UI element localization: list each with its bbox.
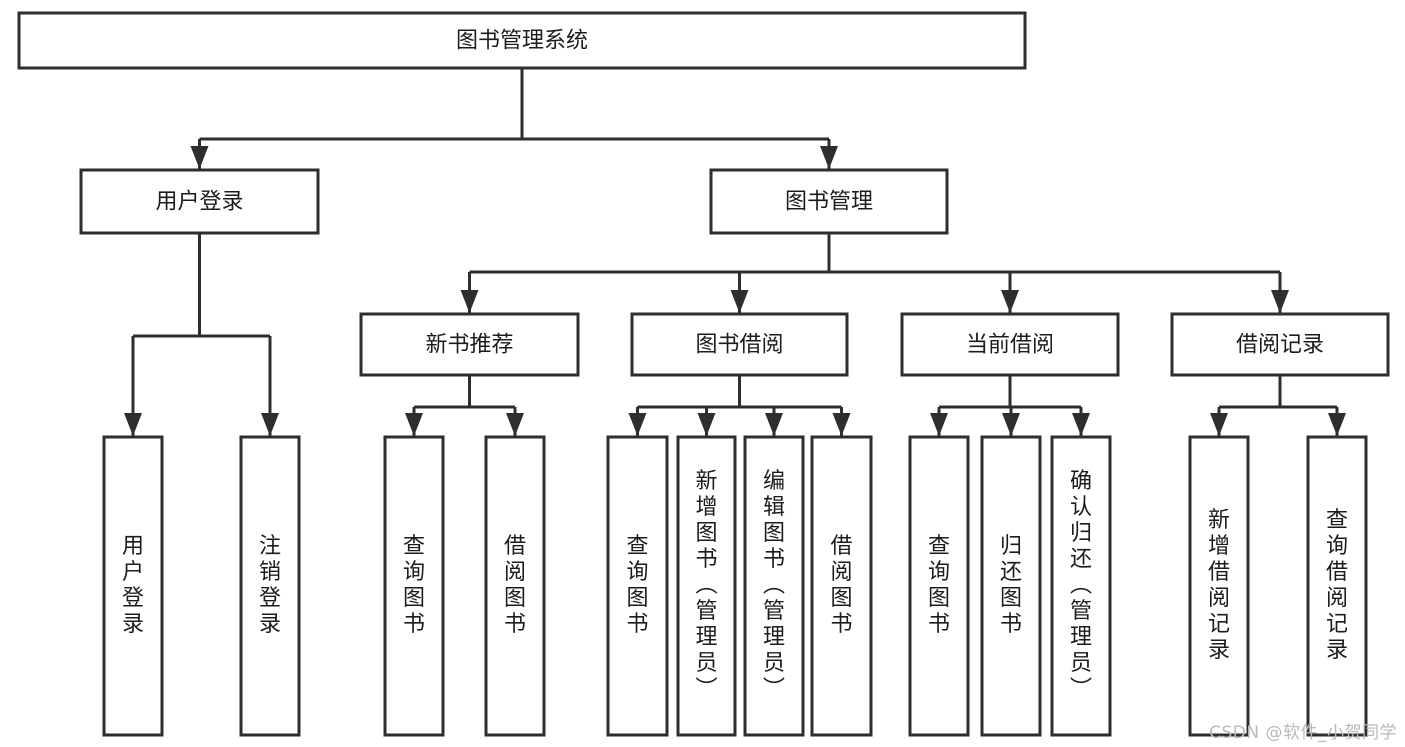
node-box[interactable] — [630, 312, 849, 377]
node-label: 查询借阅记录 — [1326, 508, 1348, 663]
node-borrow-record[interactable]: 借阅记录 — [1170, 312, 1390, 377]
watermark-label: CSDN @软件_小贺同学 — [1209, 723, 1397, 743]
node-box[interactable] — [1170, 312, 1390, 377]
arrow-head-icon — [506, 413, 524, 436]
node-leaf-query-record[interactable]: 查询借阅记录 — [1306, 435, 1368, 737]
node-box[interactable] — [102, 435, 164, 737]
node-box[interactable] — [359, 312, 580, 377]
node-label: 查询图书 — [928, 534, 950, 637]
node-box[interactable] — [900, 312, 1120, 377]
node-leaf-add-record[interactable]: 新增借阅记录 — [1188, 435, 1250, 737]
node-leaf-add-book[interactable]: 新增图书︵管理员︶ — [676, 435, 737, 737]
node-leaf-borrow-book-2[interactable]: 借阅图书 — [810, 435, 873, 737]
node-label: 用户登录 — [155, 190, 243, 215]
node-leaf-return-book[interactable]: 归还图书 — [980, 435, 1042, 737]
node-leaf-confirm-return[interactable]: 确认归还︵管理员︶ — [1050, 435, 1112, 737]
arrow-head-icon — [697, 413, 716, 436]
node-label: 编辑图书︵管理员︶ — [763, 469, 785, 702]
node-leaf-query-book-1[interactable]: 查询图书 — [383, 435, 445, 737]
arrow-head-icon — [1271, 290, 1289, 313]
arrow-head-icon — [730, 290, 749, 313]
node-box[interactable] — [383, 435, 445, 737]
node-leaf-user-logout[interactable]: 注销登录 — [239, 435, 301, 737]
node-label: 借阅图书 — [504, 534, 526, 637]
node-label: 用户登录 — [122, 534, 144, 637]
arrow-head-icon — [930, 413, 948, 436]
node-box[interactable] — [1188, 435, 1250, 737]
node-book-manage[interactable]: 图书管理 — [709, 168, 949, 235]
node-leaf-query-book-3[interactable]: 查询图书 — [908, 435, 970, 737]
arrow-head-icon — [460, 290, 479, 313]
node-label: 新增借阅记录 — [1208, 508, 1230, 663]
arrow-head-icon — [1210, 413, 1228, 436]
node-label: 借阅图书 — [830, 534, 852, 637]
arrow-head-icon — [1002, 413, 1020, 436]
arrow-head-icon — [124, 413, 142, 436]
node-user-login[interactable]: 用户登录 — [79, 168, 320, 235]
node-layer: 图书管理系统用户登录图书管理新书推荐图书借阅当前借阅借阅记录用户登录注销登录查询… — [17, 11, 1390, 737]
arrow-head-icon — [832, 413, 851, 436]
arrow-head-icon — [1072, 413, 1090, 436]
node-box[interactable] — [743, 435, 805, 737]
node-label: 新书推荐 — [425, 333, 513, 358]
arrow-head-icon — [261, 413, 279, 436]
arrow-head-icon — [1001, 290, 1019, 313]
node-label: 查询图书 — [403, 534, 425, 637]
arrow-head-icon — [628, 413, 647, 436]
node-box[interactable] — [239, 435, 301, 737]
connector-layer — [124, 68, 1346, 436]
node-leaf-user-login[interactable]: 用户登录 — [102, 435, 164, 737]
node-label: 当前借阅 — [966, 333, 1054, 358]
node-label: 图书管理 — [785, 190, 873, 215]
node-label: 图书管理系统 — [456, 29, 588, 54]
node-box[interactable] — [484, 435, 546, 737]
node-label: 借阅记录 — [1236, 333, 1324, 358]
node-label: 注销登录 — [259, 534, 281, 637]
node-box[interactable] — [709, 168, 949, 235]
arrow-head-icon — [1328, 413, 1346, 436]
node-label: 新增图书︵管理员︶ — [695, 469, 717, 702]
node-root[interactable]: 图书管理系统 — [17, 11, 1027, 70]
node-box[interactable] — [606, 435, 669, 737]
node-box[interactable] — [17, 11, 1027, 70]
arrow-head-icon — [765, 413, 783, 436]
node-box[interactable] — [1306, 435, 1368, 737]
node-leaf-borrow-book-1[interactable]: 借阅图书 — [484, 435, 546, 737]
arrow-head-icon — [405, 413, 423, 436]
arrow-head-icon — [190, 146, 209, 169]
node-box[interactable] — [676, 435, 737, 737]
node-box[interactable] — [1050, 435, 1112, 737]
node-box[interactable] — [79, 168, 320, 235]
node-leaf-edit-book[interactable]: 编辑图书︵管理员︶ — [743, 435, 805, 737]
node-leaf-query-book-2[interactable]: 查询图书 — [606, 435, 669, 737]
node-label: 查询图书 — [626, 534, 648, 637]
node-new-book-rec[interactable]: 新书推荐 — [359, 312, 580, 377]
node-box[interactable] — [980, 435, 1042, 737]
node-label: 确认归还︵管理员︶ — [1070, 469, 1092, 702]
node-box[interactable] — [810, 435, 873, 737]
node-current-borrow[interactable]: 当前借阅 — [900, 312, 1120, 377]
arrow-head-icon — [820, 146, 838, 169]
node-label: 图书借阅 — [695, 333, 783, 358]
node-box[interactable] — [908, 435, 970, 737]
node-label: 归还图书 — [1000, 534, 1022, 637]
node-book-borrow[interactable]: 图书借阅 — [630, 312, 849, 377]
